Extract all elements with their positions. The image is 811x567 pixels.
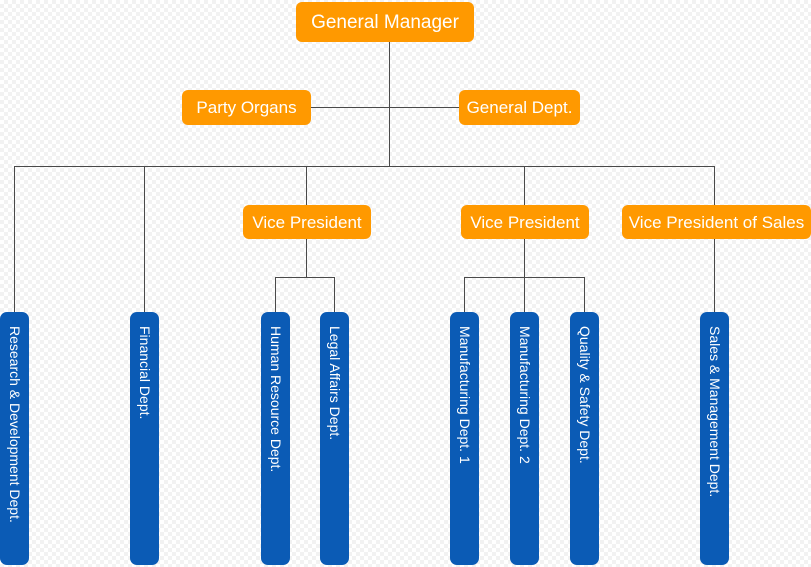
node-sales-management-dept[interactable]: Sales & Management Dept. bbox=[700, 312, 729, 565]
connector-vp1-bar bbox=[275, 277, 334, 278]
node-research-development-dept[interactable]: Research & Development Dept. bbox=[0, 312, 29, 565]
node-vice-president-of-sales[interactable]: Vice President of Sales bbox=[622, 205, 811, 239]
node-label: Legal Affairs Dept. bbox=[326, 326, 343, 441]
node-vice-president-1[interactable]: Vice President bbox=[243, 205, 371, 239]
node-label: Vice President bbox=[470, 212, 580, 232]
node-label: General Dept. bbox=[466, 98, 573, 117]
connector-drop-vp1 bbox=[306, 166, 307, 206]
node-financial-dept[interactable]: Financial Dept. bbox=[130, 312, 159, 565]
connector-staff-row bbox=[310, 107, 459, 108]
node-quality-safety-dept[interactable]: Quality & Safety Dept. bbox=[570, 312, 599, 565]
connector-drop-rnd bbox=[14, 166, 15, 313]
node-label: Party Organs bbox=[196, 98, 297, 117]
node-label: Quality & Safety Dept. bbox=[576, 326, 593, 464]
node-manufacturing-dept-1[interactable]: Manufacturing Dept. 1 bbox=[450, 312, 479, 565]
node-party-organs[interactable]: Party Organs bbox=[182, 90, 311, 125]
node-label: Vice President of Sales bbox=[628, 212, 805, 232]
connector-drop-vpsales bbox=[714, 166, 715, 206]
node-manufacturing-dept-2[interactable]: Manufacturing Dept. 2 bbox=[510, 312, 539, 565]
node-label: Sales & Management Dept. bbox=[706, 326, 723, 498]
connector-gm-trunk bbox=[389, 41, 390, 167]
connector-drop-vp2 bbox=[524, 166, 525, 206]
node-label: Manufacturing Dept. 1 bbox=[456, 326, 473, 464]
node-label: Human Resource Dept. bbox=[267, 326, 284, 473]
node-label: Research & Development Dept. bbox=[6, 326, 23, 523]
node-general-dept[interactable]: General Dept. bbox=[459, 90, 580, 125]
node-label: Vice President bbox=[252, 212, 362, 232]
node-general-manager[interactable]: General Manager bbox=[296, 2, 474, 42]
connector-vp2-quality bbox=[584, 277, 585, 313]
connector-vpsales-stem bbox=[714, 238, 715, 313]
connector-vp2-mfg2 bbox=[524, 277, 525, 313]
node-legal-affairs-dept[interactable]: Legal Affairs Dept. bbox=[320, 312, 349, 565]
connector-vp2-stem bbox=[524, 238, 525, 278]
connector-vp2-mfg1 bbox=[464, 277, 465, 313]
connector-vp1-stem bbox=[306, 238, 307, 278]
node-label: Financial Dept. bbox=[136, 326, 153, 420]
node-label: Manufacturing Dept. 2 bbox=[516, 326, 533, 464]
node-label: General Manager bbox=[311, 11, 459, 33]
connector-main-bar bbox=[14, 166, 715, 167]
node-human-resource-dept[interactable]: Human Resource Dept. bbox=[261, 312, 290, 565]
connector-drop-financial bbox=[144, 166, 145, 313]
node-vice-president-2[interactable]: Vice President bbox=[461, 205, 589, 239]
connector-vp1-legal bbox=[334, 277, 335, 313]
connector-vp1-hr bbox=[275, 277, 276, 313]
